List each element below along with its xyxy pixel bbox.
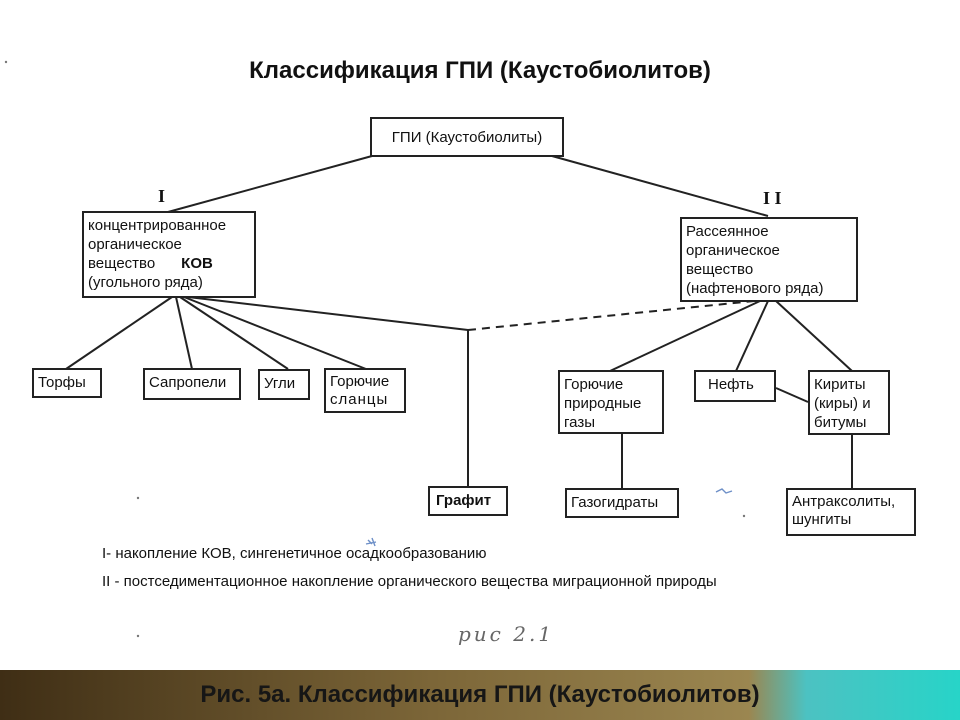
node-slantsy-line-2: сланцы [330, 391, 389, 408]
node-kov-line-1: концентрированное [88, 217, 227, 234]
node-grafit: Графит [428, 486, 508, 516]
note-i: I- накопление КОВ, сингенетичное осадкоо… [102, 545, 487, 562]
node-sapropeli: Сапропели [143, 368, 241, 400]
node-kirity: Кириты (киры) и битумы [808, 370, 890, 435]
node-ugli: Угли [258, 369, 310, 400]
node-gazy-line-3: газы [564, 414, 595, 431]
edge-neft-kirity [775, 387, 809, 403]
node-dispersed-line-3: вещество [686, 261, 754, 278]
node-kov-line-4: (угольного ряда) [88, 274, 203, 291]
footer-bar: Рис. 5а. Классификация ГПИ (Каустобиолит… [0, 670, 960, 720]
node-antraksolity-line-2: шунгиты [792, 511, 852, 528]
node-neft-label: Нефть [708, 376, 754, 393]
edge-root-left [167, 155, 373, 213]
node-antraksolity: Антраксолиты, шунгиты [786, 488, 916, 536]
node-torfy: Торфы [32, 368, 102, 398]
edge-root-right [551, 155, 769, 217]
page-title: Классификация ГПИ (Каустобиолитов) [249, 57, 711, 84]
edge-rov-neft [735, 300, 769, 372]
root-node: ГПИ (Каустобиолиты) [370, 117, 564, 157]
node-dispersed: Рассеянное органическое вещество (нафтен… [680, 217, 858, 302]
node-kirity-line-2: (киры) и [814, 395, 871, 412]
node-dispersed-line-2: органическое [686, 242, 780, 259]
branch-marker-ii: I I [763, 188, 782, 208]
footer-caption: Рис. 5а. Классификация ГПИ (Каустобиолит… [200, 681, 760, 708]
node-grafit-label: Графит [436, 492, 492, 509]
handwritten-mark: рис 2.1 [458, 622, 555, 646]
root-node-label: ГПИ (Каустобиолиты) [391, 129, 543, 146]
node-neft: Нефть [694, 370, 776, 402]
node-gazy-line-1: Горючие [564, 376, 624, 393]
node-gazogidraty: Газогидраты [565, 488, 679, 518]
node-kov-line-3-text: вещество [88, 255, 156, 272]
node-antraksolity-line-1: Антраксолиты, [792, 493, 896, 510]
node-kov-line-2: органическое [88, 236, 182, 253]
node-kirity-line-3: битумы [814, 414, 867, 431]
node-kirity-line-1: Кириты [814, 376, 866, 393]
node-sapropeli-label: Сапропели [149, 374, 227, 391]
node-kov: концентрированное органическое вещество К… [82, 211, 256, 298]
node-gazogidraty-label: Газогидраты [571, 494, 659, 511]
edge-kov-sapropeli [175, 296, 193, 370]
edge-kov-torfy [65, 296, 173, 370]
edge-kov-ugli [179, 296, 289, 370]
edge-kov-grafit [187, 296, 469, 331]
node-dispersed-line-1: Рассеянное [686, 223, 769, 240]
node-slantsy: Горючие сланцы [324, 368, 406, 413]
node-torfy-label: Торфы [38, 374, 86, 391]
node-kov-abbr: КОВ [181, 255, 213, 272]
edge-grafit-rov-dashed [467, 300, 755, 331]
edge-rov-kirity [775, 300, 853, 372]
node-ugli-label: Угли [264, 375, 296, 392]
edge-kov-slantsy [183, 296, 367, 370]
edge-rov-gazy [609, 300, 761, 372]
note-ii: II - постседиментационное накопление орг… [102, 573, 717, 590]
node-kov-line-3: вещество КОВ [88, 254, 250, 273]
branch-marker-i: I [158, 186, 166, 206]
node-gazy-line-2: природные [564, 395, 642, 412]
node-slantsy-line-1: Горючие [330, 373, 390, 390]
node-dispersed-line-4: (нафтенового ряда) [686, 280, 824, 297]
node-gazy: Горючие природные газы [558, 370, 664, 434]
